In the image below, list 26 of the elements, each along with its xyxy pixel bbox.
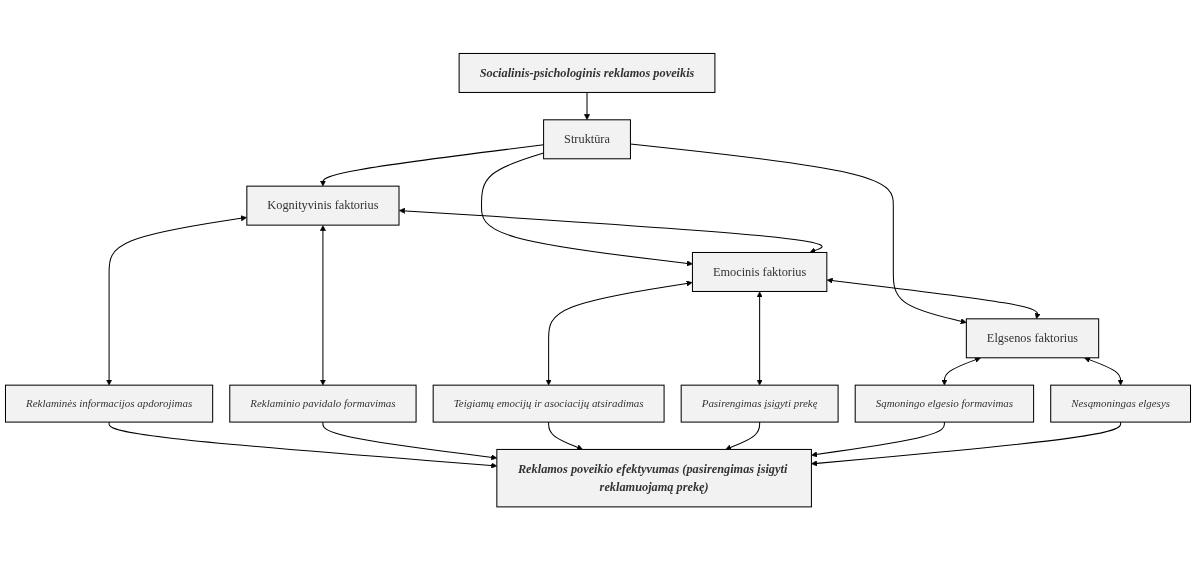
arrow [106, 215, 247, 386]
arrow [941, 357, 981, 386]
node-box: Kognityvinis faktorius [246, 185, 400, 226]
arrow [584, 92, 590, 121]
arrow [399, 208, 823, 254]
arrow [545, 280, 693, 386]
node-box: Teigiamų emocijų ir asociacijų atsiradimas [432, 384, 665, 423]
node-box: Struktūra [543, 119, 631, 160]
arrow [811, 421, 945, 458]
arrow [826, 277, 1041, 320]
arrow [725, 421, 761, 451]
node-box: Sąmoningo elgesio formavimas [854, 384, 1035, 423]
arrow [756, 291, 763, 386]
arrow [811, 421, 1122, 467]
arrow [1084, 357, 1124, 386]
arrow [548, 421, 583, 451]
node-box: Emocinis faktorius [691, 252, 828, 293]
node-box: Reklamos poveikio efektyvumas (pasirengimas įsigyti reklamuojamą prekę) [496, 449, 812, 508]
node-box: Nesąmoningas elgesys [1050, 384, 1192, 423]
node-box: Elgsenos faktorius [965, 318, 1100, 359]
node-box: Socialinis-psichologinis reklamos poveikis [458, 53, 716, 94]
node-box: Reklaminio pavidalo formavimas [229, 384, 417, 423]
arrow [481, 152, 693, 267]
node-box: Pasirengimas įsigyti prekę [680, 384, 839, 423]
arrow [319, 225, 326, 386]
node-box: Reklaminės informacijos apdorojimas [4, 384, 214, 423]
